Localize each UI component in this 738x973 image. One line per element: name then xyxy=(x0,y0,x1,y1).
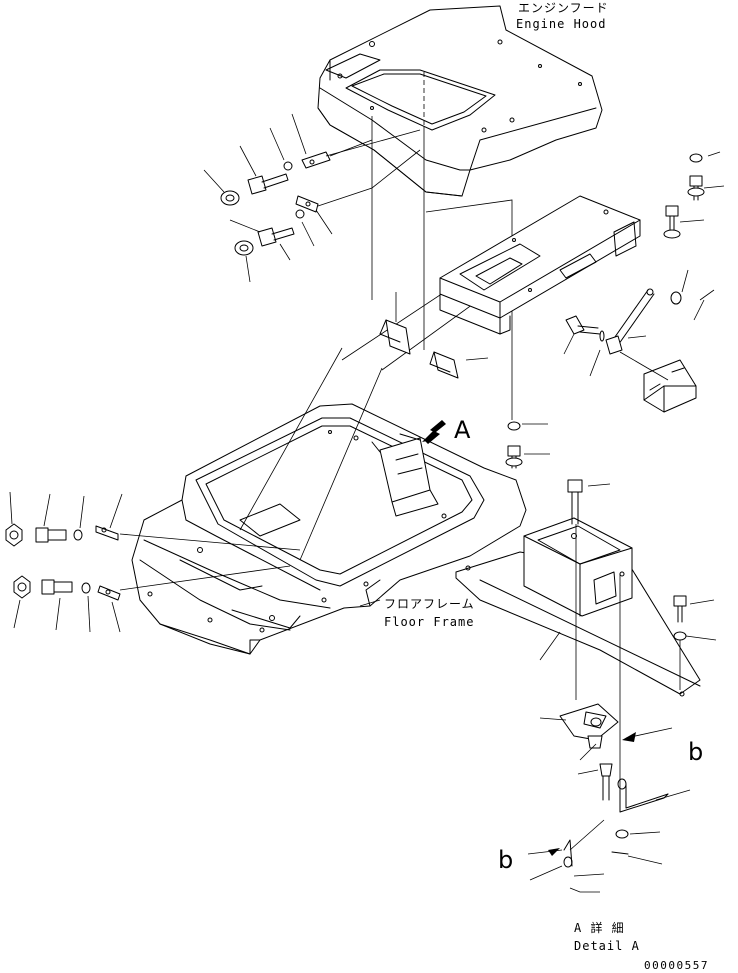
view-arrow-a: A xyxy=(422,416,471,444)
detail-a-jp-label: A 詳 細 xyxy=(574,920,625,935)
detail-a-label: A 詳 細 Detail A xyxy=(574,920,640,953)
tray-fasteners xyxy=(663,151,725,321)
drawing-number: 00000557 xyxy=(644,959,709,972)
engine-hood-en-label: Engine Hood xyxy=(516,17,606,31)
view-a-label: A xyxy=(454,416,471,444)
engine-hood-jp-label: エンジンフード xyxy=(518,1,609,15)
center-fasteners xyxy=(505,421,550,469)
engine-hood xyxy=(317,5,603,197)
damper-assembly xyxy=(563,288,697,413)
floor-frame-jp-label: フロアフレーム xyxy=(384,597,475,611)
view-b-left-label: b xyxy=(498,846,513,874)
floor-fasteners xyxy=(5,491,123,633)
detail-a: b b xyxy=(455,479,717,893)
detail-a-en-label: Detail A xyxy=(574,939,640,953)
hood-brackets xyxy=(379,292,489,379)
support-tray xyxy=(439,195,641,335)
hood-fastener-group xyxy=(203,113,421,283)
engine-hood-label: エンジンフード Engine Hood xyxy=(516,1,609,31)
floor-frame-label: フロアフレーム Floor Frame xyxy=(384,597,475,629)
floor-frame xyxy=(131,403,527,655)
view-b-right-label: b xyxy=(688,738,703,766)
floor-frame-en-label: Floor Frame xyxy=(384,615,474,629)
